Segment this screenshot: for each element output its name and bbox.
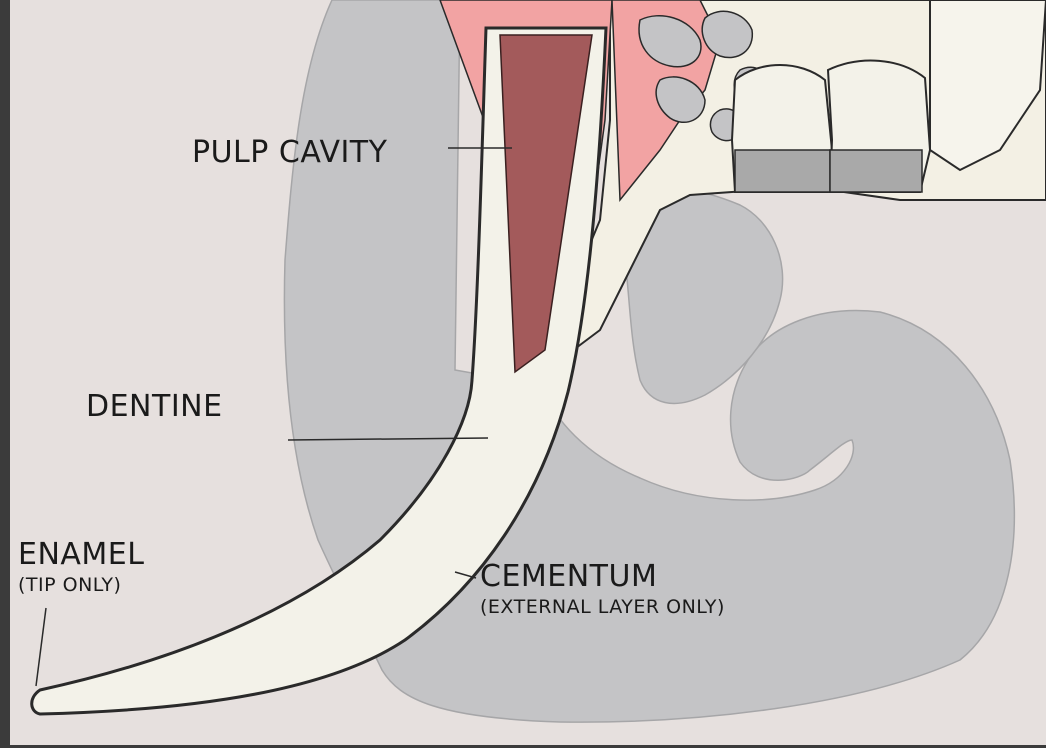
label-dentine: DENTINE [86,390,223,424]
label-cementum: CEMENTUM [480,560,657,594]
label-enamel: ENAMEL [18,538,144,572]
label-pulp-cavity: PULP CAVITY [192,136,387,170]
label-cementum-note: (EXTERNAL LAYER ONLY) [480,596,725,618]
label-enamel-note: (TIP ONLY) [18,574,121,596]
